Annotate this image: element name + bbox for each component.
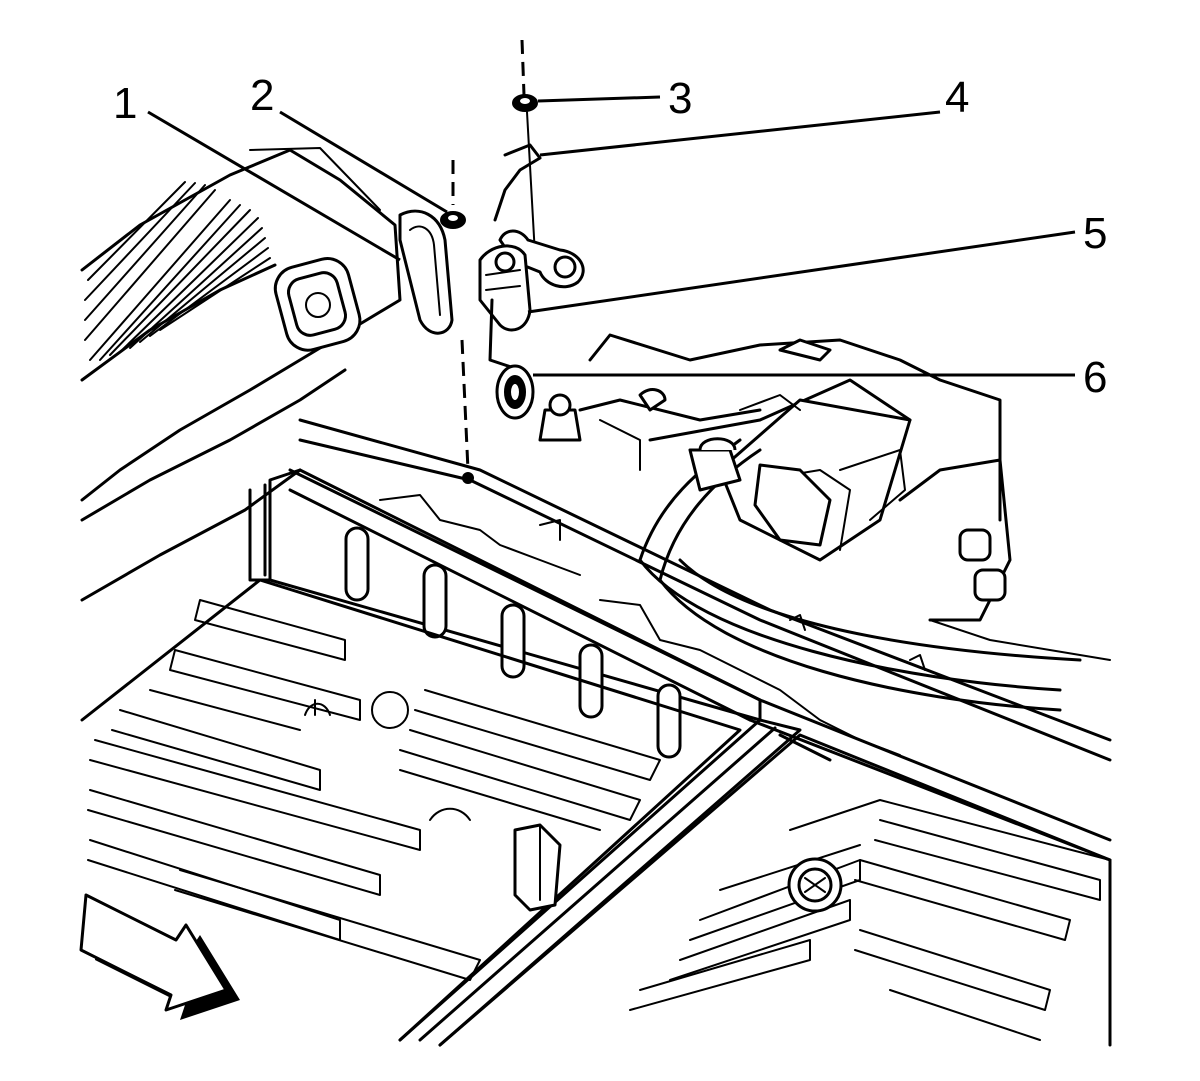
part-5-terminal-cover <box>478 244 532 372</box>
callout-6: 6 <box>1083 353 1107 402</box>
callout-1: 1 <box>113 79 137 128</box>
floor-center-beam <box>398 718 832 1047</box>
callout-5: 5 <box>1083 209 1107 258</box>
callout-3: 3 <box>668 74 692 123</box>
bulkhead-panel <box>248 418 1112 862</box>
part-3-nut <box>512 94 538 112</box>
callout-2: 2 <box>250 71 274 120</box>
part-4-cable-terminal <box>493 143 585 289</box>
panel-grommet <box>273 257 362 352</box>
callout-4: 4 <box>945 73 969 122</box>
part-1-cable-channel <box>398 209 454 335</box>
left-wheelhouse-panel <box>80 147 402 602</box>
vent-grille <box>84 181 271 361</box>
leader-lines <box>147 95 1076 377</box>
part-6-grommet <box>495 364 535 420</box>
cargo-floor-right <box>438 733 1112 1047</box>
install-lines <box>451 39 536 484</box>
forward-arrow-icon <box>79 893 240 1020</box>
part-2-nut <box>440 211 466 229</box>
rear-compartment <box>538 333 1111 712</box>
cargo-floor-left <box>80 578 742 1042</box>
